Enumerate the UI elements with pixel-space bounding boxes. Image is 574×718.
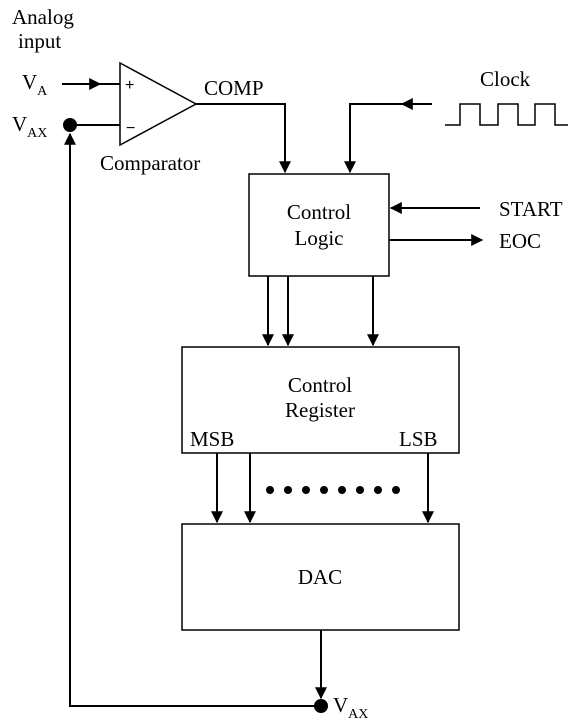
ellipsis-dot xyxy=(284,486,292,494)
feedback-loop-wire xyxy=(64,132,314,707)
dac-label: DAC xyxy=(298,565,342,589)
analog-input-label-line1: Analog xyxy=(12,5,74,29)
vax-left-main: V xyxy=(12,112,27,136)
vax-bottom-sub: AX xyxy=(348,707,368,718)
ellipsis-dot xyxy=(392,486,400,494)
control-logic-label-line2: Logic xyxy=(295,226,344,250)
comparator-symbol xyxy=(119,61,198,147)
ellipsis-dot xyxy=(338,486,346,494)
comparator-minus-sign: − xyxy=(126,120,135,137)
ellipsis-dot xyxy=(302,486,310,494)
ellipsis-dot xyxy=(266,486,274,494)
comparator-plus-sign: + xyxy=(125,77,134,94)
bit-lines-ellipsis xyxy=(266,486,400,494)
control-register-label-line2: Register xyxy=(285,398,355,422)
control-register-label-line1: Control xyxy=(288,373,352,397)
ellipsis-dot xyxy=(356,486,364,494)
va-label: VA xyxy=(22,70,48,99)
comparator-label: Comparator xyxy=(100,151,200,175)
dac-block xyxy=(181,523,460,631)
lsb-label: LSB xyxy=(399,427,438,451)
control-register-block xyxy=(181,346,460,454)
vax-bottom-main: V xyxy=(333,693,348,717)
comp-to-control-logic-wire xyxy=(196,103,291,174)
vax-bottom-node xyxy=(314,699,328,713)
vax-bottom-label: VAX xyxy=(333,693,368,718)
control-logic-block xyxy=(248,173,390,277)
control-logic-label-line1: Control xyxy=(287,200,351,224)
clock-label: Clock xyxy=(480,67,531,91)
clock-waveform-icon xyxy=(445,103,568,126)
ellipsis-dot xyxy=(320,486,328,494)
comp-signal-label: COMP xyxy=(204,76,264,100)
start-label: START xyxy=(499,197,563,221)
va-label-sub: A xyxy=(37,84,48,99)
analog-input-label-line2: input xyxy=(18,29,61,53)
msb-label: MSB xyxy=(190,427,234,451)
vax-left-node xyxy=(63,118,77,132)
vax-left-label: VAX xyxy=(12,112,47,141)
ellipsis-dot xyxy=(374,486,382,494)
va-label-main: V xyxy=(22,70,37,94)
clock-to-control-logic-wire xyxy=(344,103,402,174)
vax-left-sub: AX xyxy=(27,126,47,141)
eoc-label: EOC xyxy=(499,229,541,253)
